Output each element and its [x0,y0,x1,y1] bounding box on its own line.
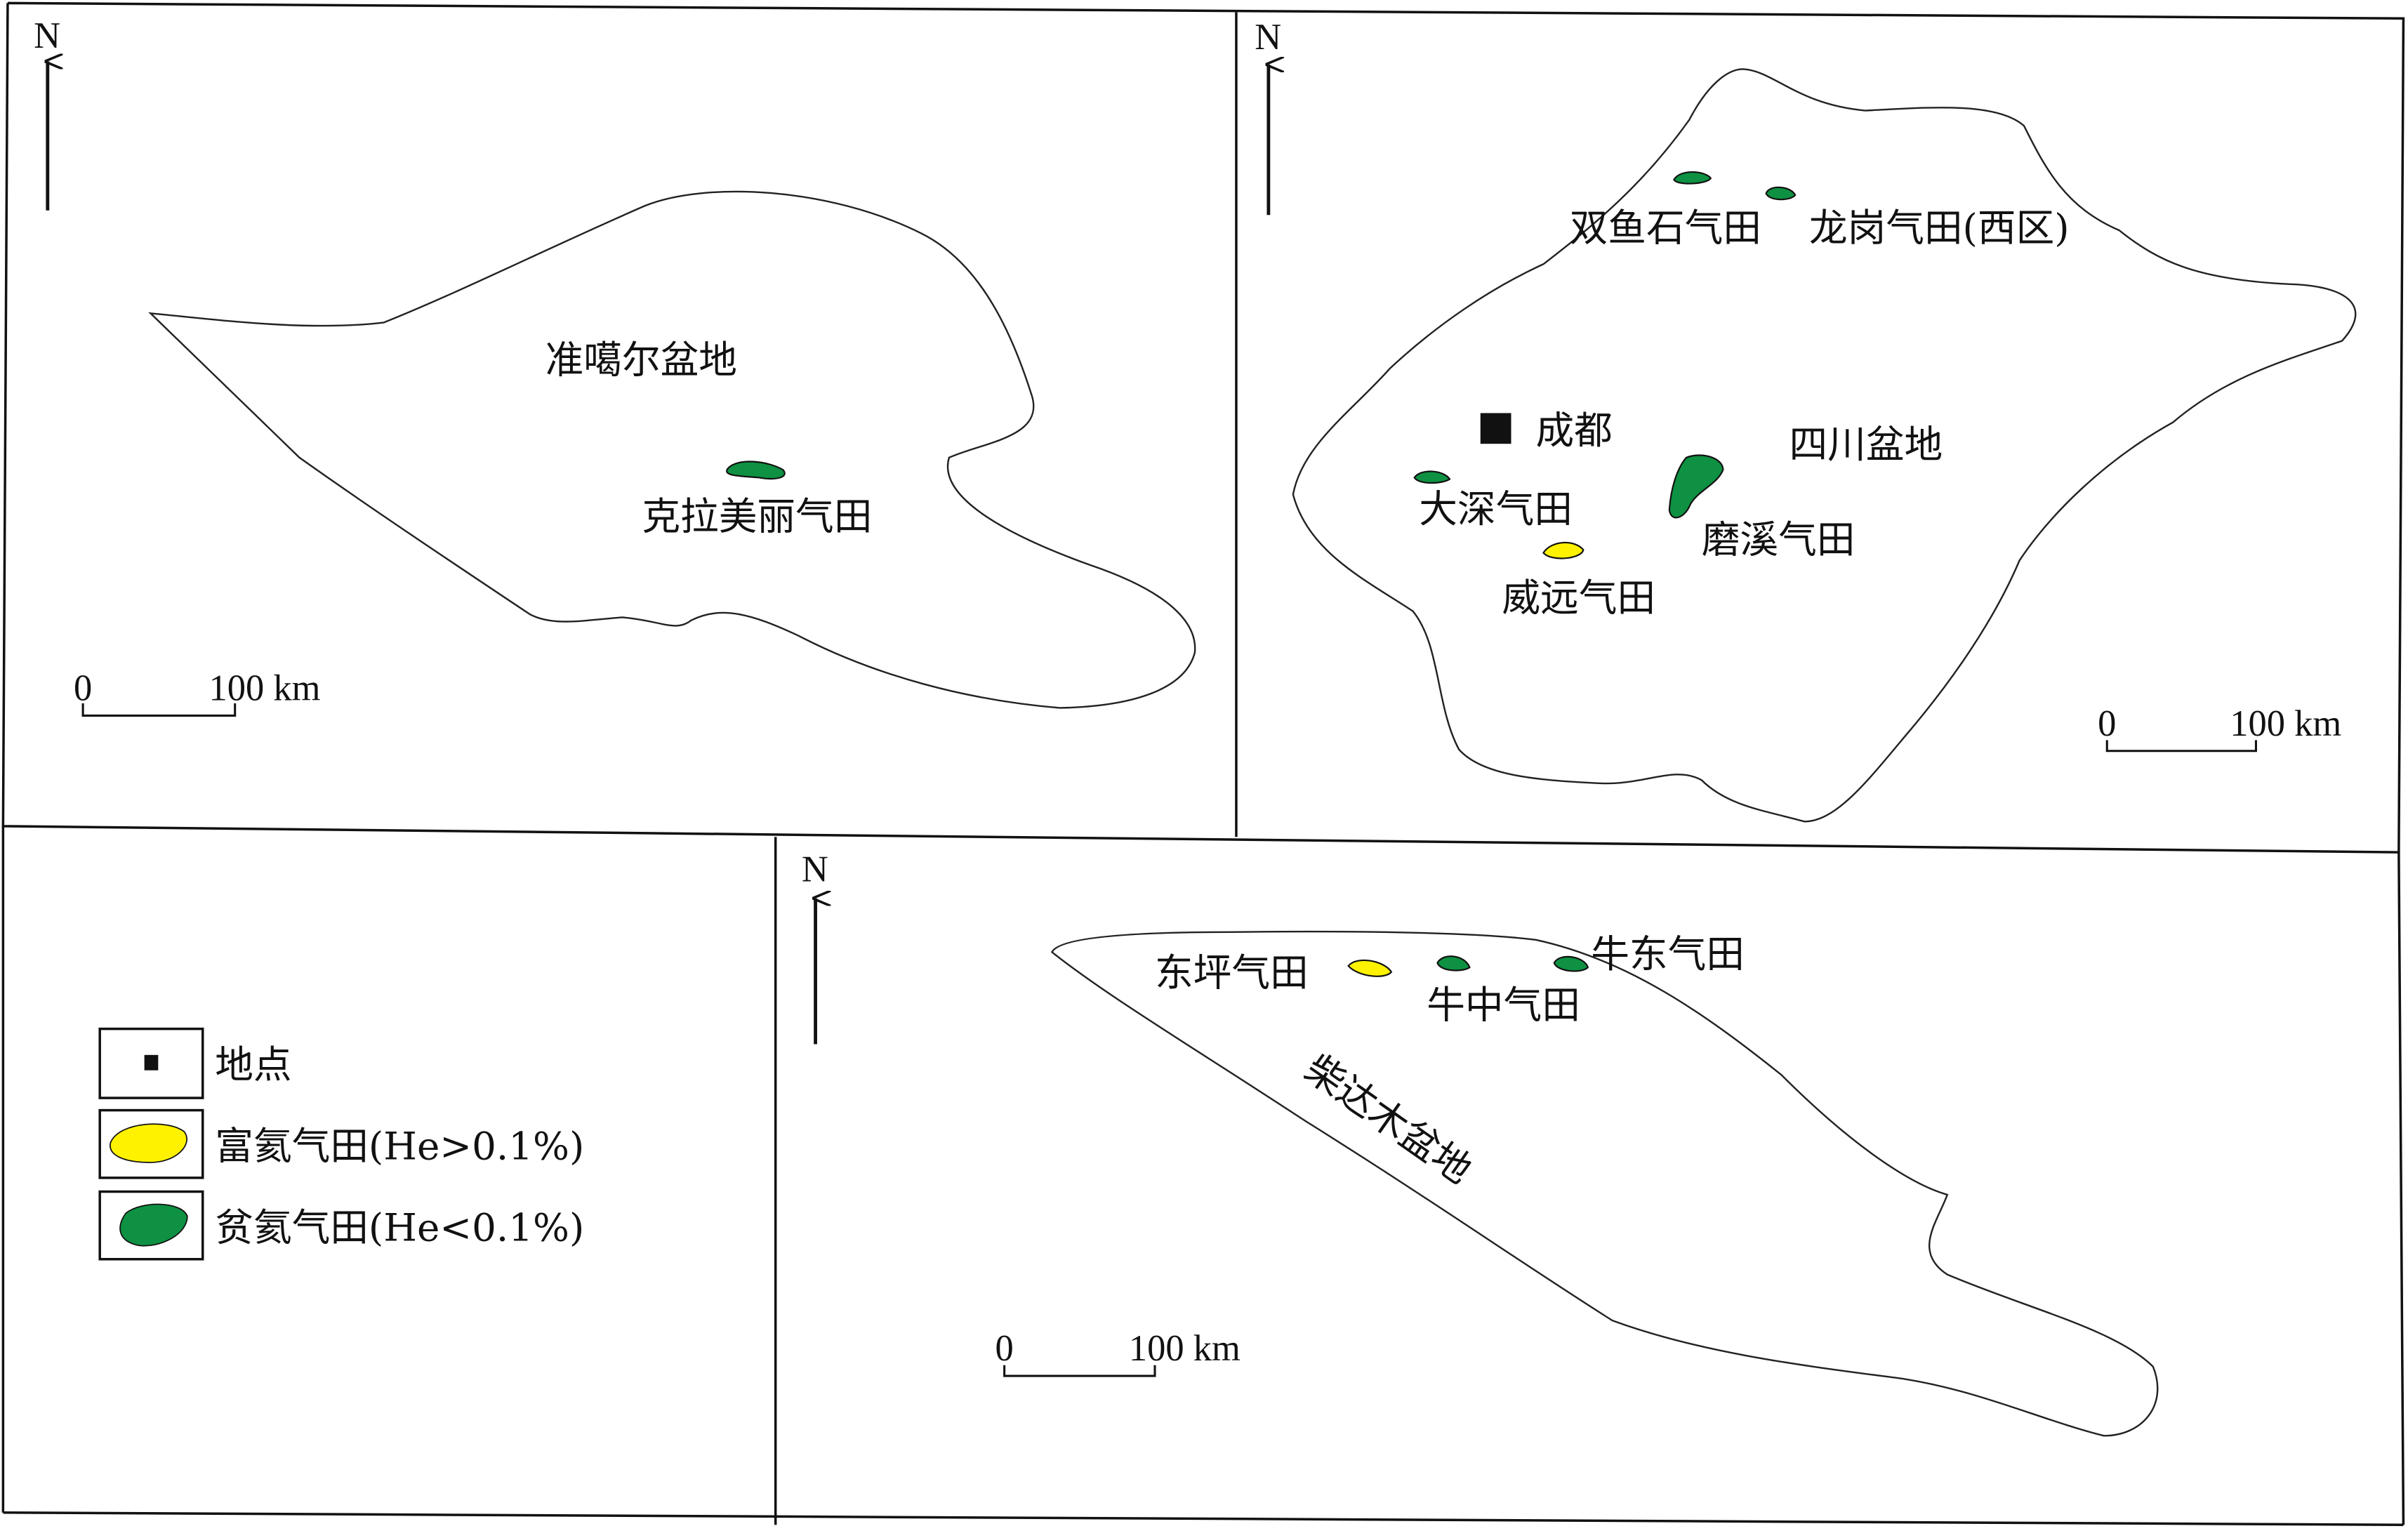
scale-zero: 0 [2098,703,2116,744]
scale-bar: 0 100 km [995,1328,1241,1377]
field-label: 威远气田 [1502,576,1655,621]
basin-name: 四川盆地 [1789,422,1943,467]
legend-location: 地点 [215,1042,291,1087]
gas-field-kelameili [726,460,786,480]
north-arrow-icon: N [1255,17,1281,216]
scale-length: 100 km [209,668,321,709]
field-label: 牛东气田 [1591,932,1745,976]
legend-rich: 富氦气田(He>0.1%) [215,1124,584,1169]
north-label: N [1255,17,1281,58]
north-label: N [802,849,828,890]
north-label: N [34,15,60,56]
gas-field-dongping [1347,959,1393,977]
city-marker-icon [1480,413,1511,444]
qaidam-basin-outline [1050,930,2159,1437]
field-label: 双鱼石气田 [1570,205,1761,250]
gas-field-dashen [1413,470,1451,484]
gas-field-niudong [1553,955,1589,972]
basin-name: 准噶尔盆地 [545,338,737,383]
gas-field-niuzhong [1436,955,1471,972]
scale-length: 100 km [2230,703,2341,744]
basin-name: 柴达木盆地 [1297,1046,1481,1193]
qaidam-panel: N 东坪气田 牛中气田 牛东气田 柴达木盆地 0 100 km [802,849,2159,1437]
scale-zero: 0 [995,1328,1014,1369]
city-label: 成都 [1536,408,1613,453]
north-arrow-icon: N [802,849,828,1045]
sichuan-panel: N 双鱼石气田 龙岗气田(西区) 成都 四川盆地 大深气田 磨溪气田 威远气田 … [1255,17,2357,823]
gas-field-longgang [1765,186,1797,201]
legend-poor: 贫氦气田(He<0.1%) [215,1205,584,1250]
field-label: 牛中气田 [1427,982,1580,1027]
field-label: 克拉美丽气田 [642,494,872,539]
field-label: 磨溪气田 [1702,517,1855,562]
scale-length: 100 km [1129,1328,1241,1369]
field-label: 龙岗气田(西区) [1809,205,2070,250]
scale-bar: 0 100 km [74,668,321,717]
helium-poor-swatch-icon [119,1203,188,1247]
gas-field-moxi [1668,454,1724,519]
helium-rich-swatch-icon [110,1123,187,1163]
field-label: 大深气田 [1419,486,1573,531]
legend: 地点 富氦气田(He>0.1%) 贫氦气田(He<0.1%) [98,1027,584,1261]
location-marker-icon [144,1054,159,1071]
north-arrow-icon: N [34,15,60,211]
junggar-basin-outline [148,190,1196,709]
scale-zero: 0 [74,668,92,709]
gas-field-shuangyushi [1673,171,1712,185]
junggar-panel: N 准噶尔盆地 克拉美丽气田 0 100 km [34,15,1196,717]
field-label: 东坪气田 [1155,950,1309,995]
sichuan-basin-outline [1292,68,2357,823]
gas-field-weiyuan [1542,541,1585,559]
scale-bar: 0 100 km [2098,703,2341,753]
